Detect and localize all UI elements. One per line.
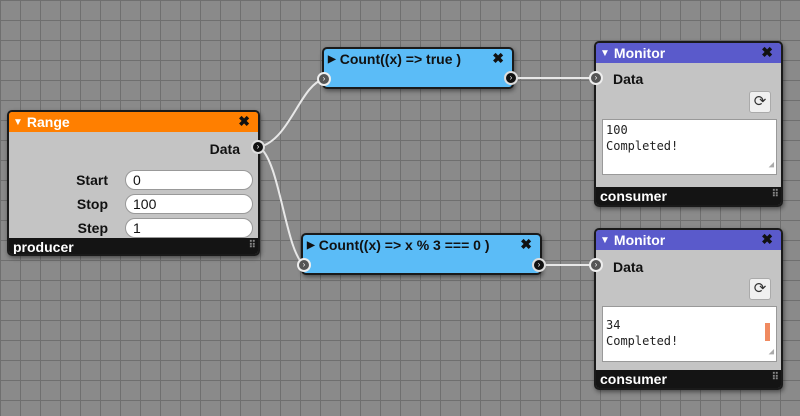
output-line: Completed! [606, 139, 679, 153]
monitor-output[interactable]: 34 Completed! ◢ [602, 306, 777, 362]
close-icon[interactable]: ✖ [492, 50, 504, 66]
range-node[interactable]: ▼ Range ✖ Data Start 0 Stop 100 Step 1 p… [7, 110, 260, 256]
step-label: Step [77, 220, 108, 236]
node-title: Count((x) => x % 3 === 0 ) [318, 237, 490, 253]
monitor-node-2[interactable]: ▼ Monitor ✖ Data ⟳ 34 Completed! ◢ consu… [594, 228, 783, 390]
count1-input-port[interactable]: › [317, 72, 331, 86]
textarea-resize-icon[interactable]: ◢ [768, 347, 774, 357]
refresh-button[interactable]: ⟳ [749, 278, 771, 300]
node-title: Monitor [613, 232, 666, 248]
start-label: Start [76, 172, 108, 188]
monitor2-input-port[interactable]: › [589, 258, 603, 272]
step-input[interactable]: 1 [125, 218, 253, 238]
triangle-down-icon[interactable]: ▼ [600, 47, 610, 59]
range-output-port[interactable]: › [251, 140, 265, 154]
stop-field-row: Stop 100 [9, 194, 258, 216]
step-field-row: Step 1 [9, 218, 258, 240]
start-field-row: Start 0 [9, 170, 258, 192]
close-icon[interactable]: ✖ [761, 44, 773, 60]
monitor-node-body: Data ⟳ 100 Completed! ◢ [596, 63, 781, 187]
range-node-body: Data Start 0 Stop 100 Step 1 [9, 132, 258, 238]
count-node-header[interactable]: ▶ Count((x) => x % 3 === 0 ) ✖ [303, 235, 540, 255]
resize-grip-icon[interactable]: ⠿ [248, 240, 256, 251]
close-icon[interactable]: ✖ [520, 236, 532, 252]
node-footer: producer ⠿ [9, 238, 258, 255]
node-footer: consumer ⠿ [596, 187, 781, 205]
textarea-resize-icon[interactable]: ◢ [768, 160, 774, 170]
resize-grip-icon[interactable]: ⠿ [771, 189, 779, 200]
count2-input-port[interactable]: › [297, 258, 311, 272]
output-line: 100 [606, 123, 628, 137]
node-role-label: consumer [600, 371, 667, 387]
resize-grip-icon[interactable]: ⠿ [771, 372, 779, 383]
output-line: Completed! [606, 334, 679, 348]
output-port-label: Data [209, 141, 240, 157]
count-node-1[interactable]: ▶ Count((x) => true ) ✖ [322, 47, 514, 89]
node-title: Range [26, 114, 70, 130]
count-node-2[interactable]: ▶ Count((x) => x % 3 === 0 ) ✖ [301, 233, 542, 275]
node-footer: consumer ⠿ [596, 370, 781, 388]
monitor-node-body: Data ⟳ 34 Completed! ◢ [596, 250, 781, 370]
close-icon[interactable]: ✖ [761, 231, 773, 247]
output-line: 34 [606, 318, 621, 332]
node-title: Count((x) => true ) [339, 51, 462, 67]
start-input[interactable]: 0 [125, 170, 253, 190]
count1-output-port[interactable]: › [504, 71, 518, 85]
count-node-header[interactable]: ▶ Count((x) => true ) ✖ [324, 49, 512, 69]
triangle-down-icon[interactable]: ▼ [13, 116, 23, 128]
monitor1-input-port[interactable]: › [589, 71, 603, 85]
stop-input[interactable]: 100 [125, 194, 253, 214]
range-node-header[interactable]: ▼ Range ✖ [9, 112, 258, 132]
triangle-right-icon[interactable]: ▶ [328, 53, 336, 65]
wire-range-count1 [258, 78, 325, 148]
input-port-label: Data [613, 259, 644, 275]
input-port-label: Data [613, 71, 644, 87]
triangle-down-icon[interactable]: ▼ [600, 234, 610, 246]
node-role-label: producer [13, 239, 74, 255]
triangle-right-icon[interactable]: ▶ [307, 239, 315, 251]
scrollbar-thumb[interactable] [765, 323, 770, 341]
refresh-icon: ⟳ [753, 93, 767, 110]
monitor-node-1[interactable]: ▼ Monitor ✖ Data ⟳ 100 Completed! ◢ cons… [594, 41, 783, 207]
stop-label: Stop [76, 196, 108, 212]
node-title: Monitor [613, 45, 666, 61]
refresh-icon: ⟳ [753, 280, 767, 297]
refresh-button[interactable]: ⟳ [749, 91, 771, 113]
node-role-label: consumer [600, 188, 667, 204]
count2-output-port[interactable]: › [532, 258, 546, 272]
monitor-node-header[interactable]: ▼ Monitor ✖ [596, 43, 781, 63]
close-icon[interactable]: ✖ [238, 113, 250, 129]
monitor-output[interactable]: 100 Completed! ◢ [602, 119, 777, 175]
monitor-node-header[interactable]: ▼ Monitor ✖ [596, 230, 781, 250]
wire-range-count2 [258, 146, 305, 266]
